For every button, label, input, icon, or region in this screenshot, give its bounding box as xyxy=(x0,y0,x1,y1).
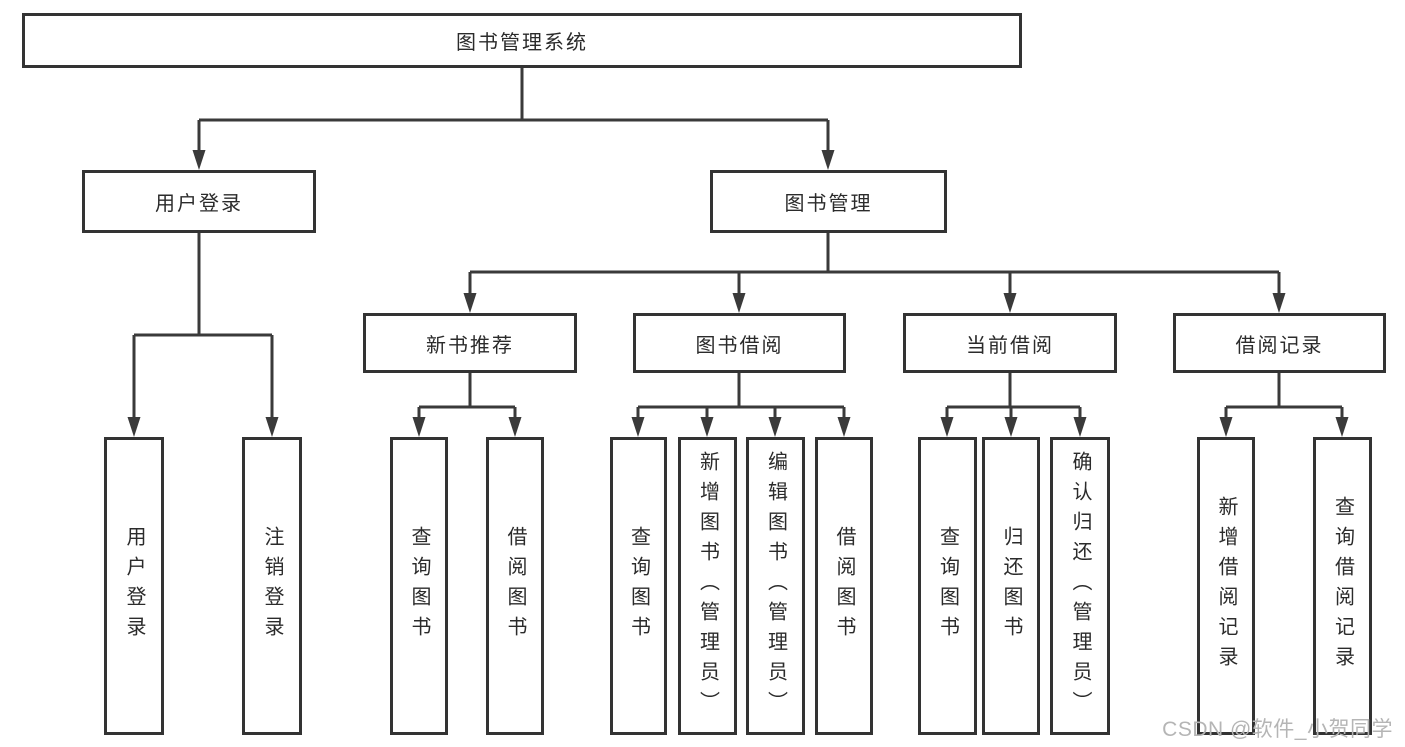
watermark: CSDN @软件_小贺同学 xyxy=(1162,718,1393,741)
arrow-down-icon xyxy=(940,417,954,437)
arrow-down-icon xyxy=(127,417,141,437)
node-label: 图书管理系统 xyxy=(456,32,588,54)
node-new-book-rec: 新书推荐 xyxy=(363,313,577,373)
node-label: 图书管理 xyxy=(784,193,873,215)
leaf-borrow-add-books-admin: 新增图书（管理员） xyxy=(678,437,737,735)
node-label: 用户登录 xyxy=(155,193,243,215)
node-label: 查询图书 xyxy=(936,526,959,646)
leaf-records-query-record: 查询借阅记录 xyxy=(1313,437,1372,735)
connector-bookborrow-to-children xyxy=(636,373,846,418)
node-label: 归还图书 xyxy=(1000,526,1022,646)
arrow-down-icon xyxy=(412,417,426,437)
arrow-down-icon xyxy=(1272,293,1286,313)
leaf-newbook-borrow-books: 借阅图书 xyxy=(486,437,544,735)
node-label: 借阅记录 xyxy=(1235,334,1324,357)
leaf-records-add-record: 新增借阅记录 xyxy=(1197,437,1255,735)
connector-bookmgmt-to-level3 xyxy=(468,233,1281,294)
connector-currentborrow-to-children xyxy=(945,373,1082,418)
node-user-login: 用户登录 xyxy=(82,170,316,233)
node-label: 查询图书 xyxy=(627,526,650,646)
node-label: 新书推荐 xyxy=(426,334,514,357)
arrow-down-icon xyxy=(265,417,279,437)
leaf-borrow-query-books: 查询图书 xyxy=(610,437,667,735)
leaf-borrow-borrow-books: 借阅图书 xyxy=(815,437,873,735)
connector-newbookrec-to-children xyxy=(417,373,517,418)
node-current-borrow: 当前借阅 xyxy=(903,313,1117,373)
node-label: 查询借阅记录 xyxy=(1331,496,1354,676)
node-label: 当前借阅 xyxy=(966,334,1054,357)
node-book-mgmt: 图书管理 xyxy=(710,170,947,233)
node-label: 注销登录 xyxy=(261,526,283,646)
node-label: 编辑图书（管理员） xyxy=(764,451,787,721)
connector-borrowrecords-to-children xyxy=(1224,373,1344,418)
node-label: 借阅图书 xyxy=(504,526,526,646)
node-label: 新增图书（管理员） xyxy=(696,451,719,721)
leaf-current-query-books: 查询图书 xyxy=(918,437,977,735)
node-label: 新增借阅记录 xyxy=(1215,496,1237,676)
arrow-down-icon xyxy=(463,293,477,313)
node-book-borrow: 图书借阅 xyxy=(633,313,846,373)
arrow-down-icon xyxy=(1073,417,1087,437)
arrow-down-icon xyxy=(732,293,746,313)
arrow-down-icon xyxy=(1003,293,1017,313)
arrow-down-icon xyxy=(631,417,645,437)
arrow-down-icon xyxy=(768,417,782,437)
node-label: 查询图书 xyxy=(408,526,430,646)
arrow-down-icon xyxy=(700,417,714,437)
arrow-down-icon xyxy=(1219,417,1233,437)
node-label: 借阅图书 xyxy=(833,526,855,646)
arrow-down-icon xyxy=(1004,417,1018,437)
arrow-down-icon xyxy=(821,150,835,170)
leaf-borrow-edit-books-admin: 编辑图书（管理员） xyxy=(746,437,805,735)
leaf-newbook-query-books: 查询图书 xyxy=(390,437,448,735)
arrow-down-icon xyxy=(192,150,206,170)
leaf-logout: 注销登录 xyxy=(242,437,302,735)
leaf-user-login: 用户登录 xyxy=(104,437,164,735)
arrowhead-icons xyxy=(127,150,1349,437)
node-label: 确认归还（管理员） xyxy=(1069,451,1091,721)
leaf-current-return-books: 归还图书 xyxy=(982,437,1040,735)
connector-root-to-level2 xyxy=(197,68,830,151)
node-borrow-records: 借阅记录 xyxy=(1173,313,1386,373)
node-label: 用户登录 xyxy=(123,526,145,646)
node-label: 图书借阅 xyxy=(695,334,784,357)
arrow-down-icon xyxy=(508,417,522,437)
arrow-down-icon xyxy=(1335,417,1349,437)
arrow-down-icon xyxy=(837,417,851,437)
connector-userlogin-to-children xyxy=(132,233,274,418)
node-root: 图书管理系统 xyxy=(22,13,1022,68)
leaf-current-confirm-return-admin: 确认归还（管理员） xyxy=(1050,437,1110,735)
